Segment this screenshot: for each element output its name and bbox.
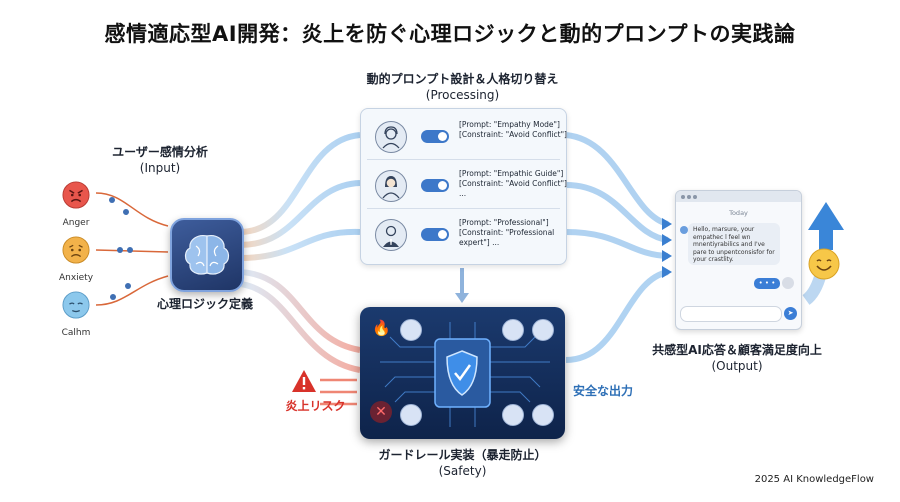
persona-row[interactable]: [Prompt: "Empathic Guide"] [Constraint: … [367,164,567,209]
bot-avatar [680,226,688,234]
happy-face-icon [808,248,840,280]
circuit-traces [380,322,550,427]
globe-icon [532,319,554,341]
calm-face-icon [62,291,90,319]
persona-row[interactable]: [Prompt: "Empathy Mode"] [Constraint: "A… [367,115,567,160]
chat-input[interactable] [680,306,782,322]
emotion-anger [62,181,90,213]
brain-icon [184,235,230,275]
window-dot [687,195,691,199]
user-avatar [782,277,794,289]
emotion-anxiety [62,236,90,268]
risk-label: 炎上リスク [285,399,346,413]
persona-row[interactable]: [Prompt: "Professional"] [Constraint: "P… [367,213,560,257]
persona-prompt: [Prompt: "Empathy Mode"] [Constraint: "A… [459,120,567,139]
input-label: ユーザー感情分析 (Input) [95,144,225,176]
window-dot [681,195,685,199]
chat-titlebar [676,191,801,202]
send-icon[interactable]: ➤ [784,307,797,320]
fire-icon: 🔥 [372,319,391,337]
chat-reply: • • • [754,278,780,289]
woman-person-icon [375,170,407,202]
cycle-icon [400,319,422,341]
shield-check-icon [400,404,422,426]
input-subtitle: (Input) [139,161,181,175]
window-dot [693,195,697,199]
safety-label: ガードレール実装（暴走防止） (Safety) [330,447,595,479]
chat-date: Today [729,209,748,217]
persona-toggle[interactable] [421,228,449,241]
page-title: 感情適応型AI開発：炎上を防ぐ心理ロジックと動的プロンプトの実践論 [104,22,796,46]
chat-window: Today Hello, marsure, your empathec l fe… [675,190,802,330]
footer-credit: 2025 AI KnowledgeFlow [754,474,874,485]
emotion-label: Anxiety [58,273,94,283]
worried-face-icon [62,236,90,264]
processing-subtitle: (Processing) [425,88,500,102]
businessman-person-icon [375,219,407,251]
chat-message: Hello, marsure, your empathec l feel wn … [688,223,780,265]
headset-person-icon [375,121,407,153]
input-title: ユーザー感情分析 [112,145,208,159]
network-icon [532,404,554,426]
processing-label: 動的プロンプト設計＆人格切り替え (Processing) [330,71,595,103]
processing-title: 動的プロンプト設計＆人格切り替え [366,72,559,86]
output-title: 共感型AI応答＆顧客満足度向上 [652,343,822,357]
output-subtitle: (Output) [711,359,763,373]
safety-subtitle: (Safety) [438,464,487,478]
logic-node [170,218,244,292]
emotion-label: Calhm [61,328,91,338]
logic-label: 心理ロジック定義 [156,297,253,311]
guardrail-block: 🔥 ✕ [360,307,565,439]
safety-title: ガードレール実装（暴走防止） [378,448,547,462]
lock-icon [502,404,524,426]
angry-face-icon [62,181,90,209]
shield-check-icon [446,350,478,396]
warning-icon [292,370,316,392]
persona-toggle[interactable] [421,179,449,192]
persona-panel: [Prompt: "Empathy Mode"] [Constraint: "A… [360,108,567,265]
persona-toggle[interactable] [421,130,449,143]
shield-check-icon [502,319,524,341]
output-label: 共感型AI応答＆顧客満足度向上 (Output) [652,342,822,374]
safe-output-label: 安全な出力 [573,384,634,398]
persona-prompt: [Prompt: "Empathic Guide"] [Constraint: … [459,169,567,198]
persona-prompt: [Prompt: "Professional"] [Constraint: "P… [459,218,555,247]
emotion-label: Anger [62,218,90,228]
emotion-calm [62,291,90,323]
close-icon: ✕ [370,401,392,423]
